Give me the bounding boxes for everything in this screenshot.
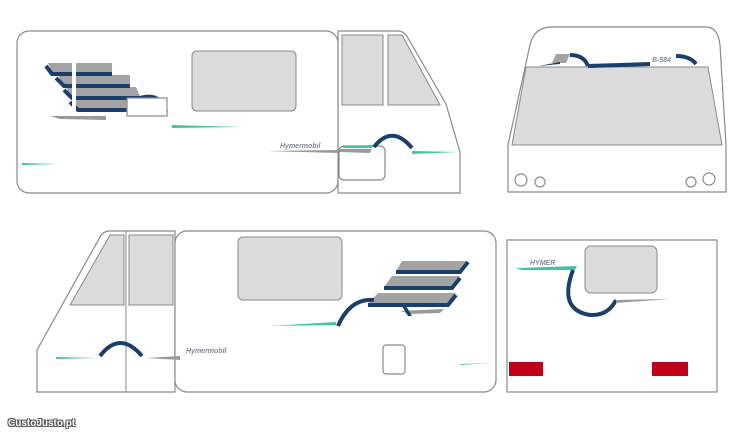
brand-label-front: HYMER (530, 260, 555, 267)
cab-side-window (128, 234, 174, 306)
front-window (584, 245, 658, 294)
side-hatch (126, 97, 168, 117)
stripe-decal (22, 60, 242, 165)
front-light-right (652, 362, 688, 376)
front-light-left (509, 362, 543, 376)
front-view: HYMER (506, 239, 718, 393)
brand-label-left: Hymermobil (280, 143, 322, 150)
body-door-hatch (382, 344, 406, 375)
wheel-arch-front (372, 133, 414, 150)
brand-label-right: Hymermobil (186, 348, 228, 355)
windshield-side (69, 234, 125, 306)
wheel-arch-front (98, 341, 144, 358)
windshield-side (387, 34, 441, 106)
body-window (191, 50, 297, 112)
rear-view: B-584 (507, 26, 727, 193)
watermark: CustoJusto.pt (8, 418, 76, 429)
cab-side-window (341, 34, 384, 106)
rear-light (702, 172, 716, 186)
stripe-decal (270, 260, 470, 327)
front-swoosh (566, 269, 618, 318)
rear-light (685, 176, 697, 188)
rear-window (511, 66, 723, 146)
model-label-rear: B-584 (652, 57, 671, 64)
body-window (237, 236, 343, 301)
side-view-right: Hymermobil (36, 230, 497, 393)
side-view-left: Hymermobil (16, 30, 461, 194)
rear-light (534, 176, 546, 188)
rear-light (514, 173, 528, 187)
